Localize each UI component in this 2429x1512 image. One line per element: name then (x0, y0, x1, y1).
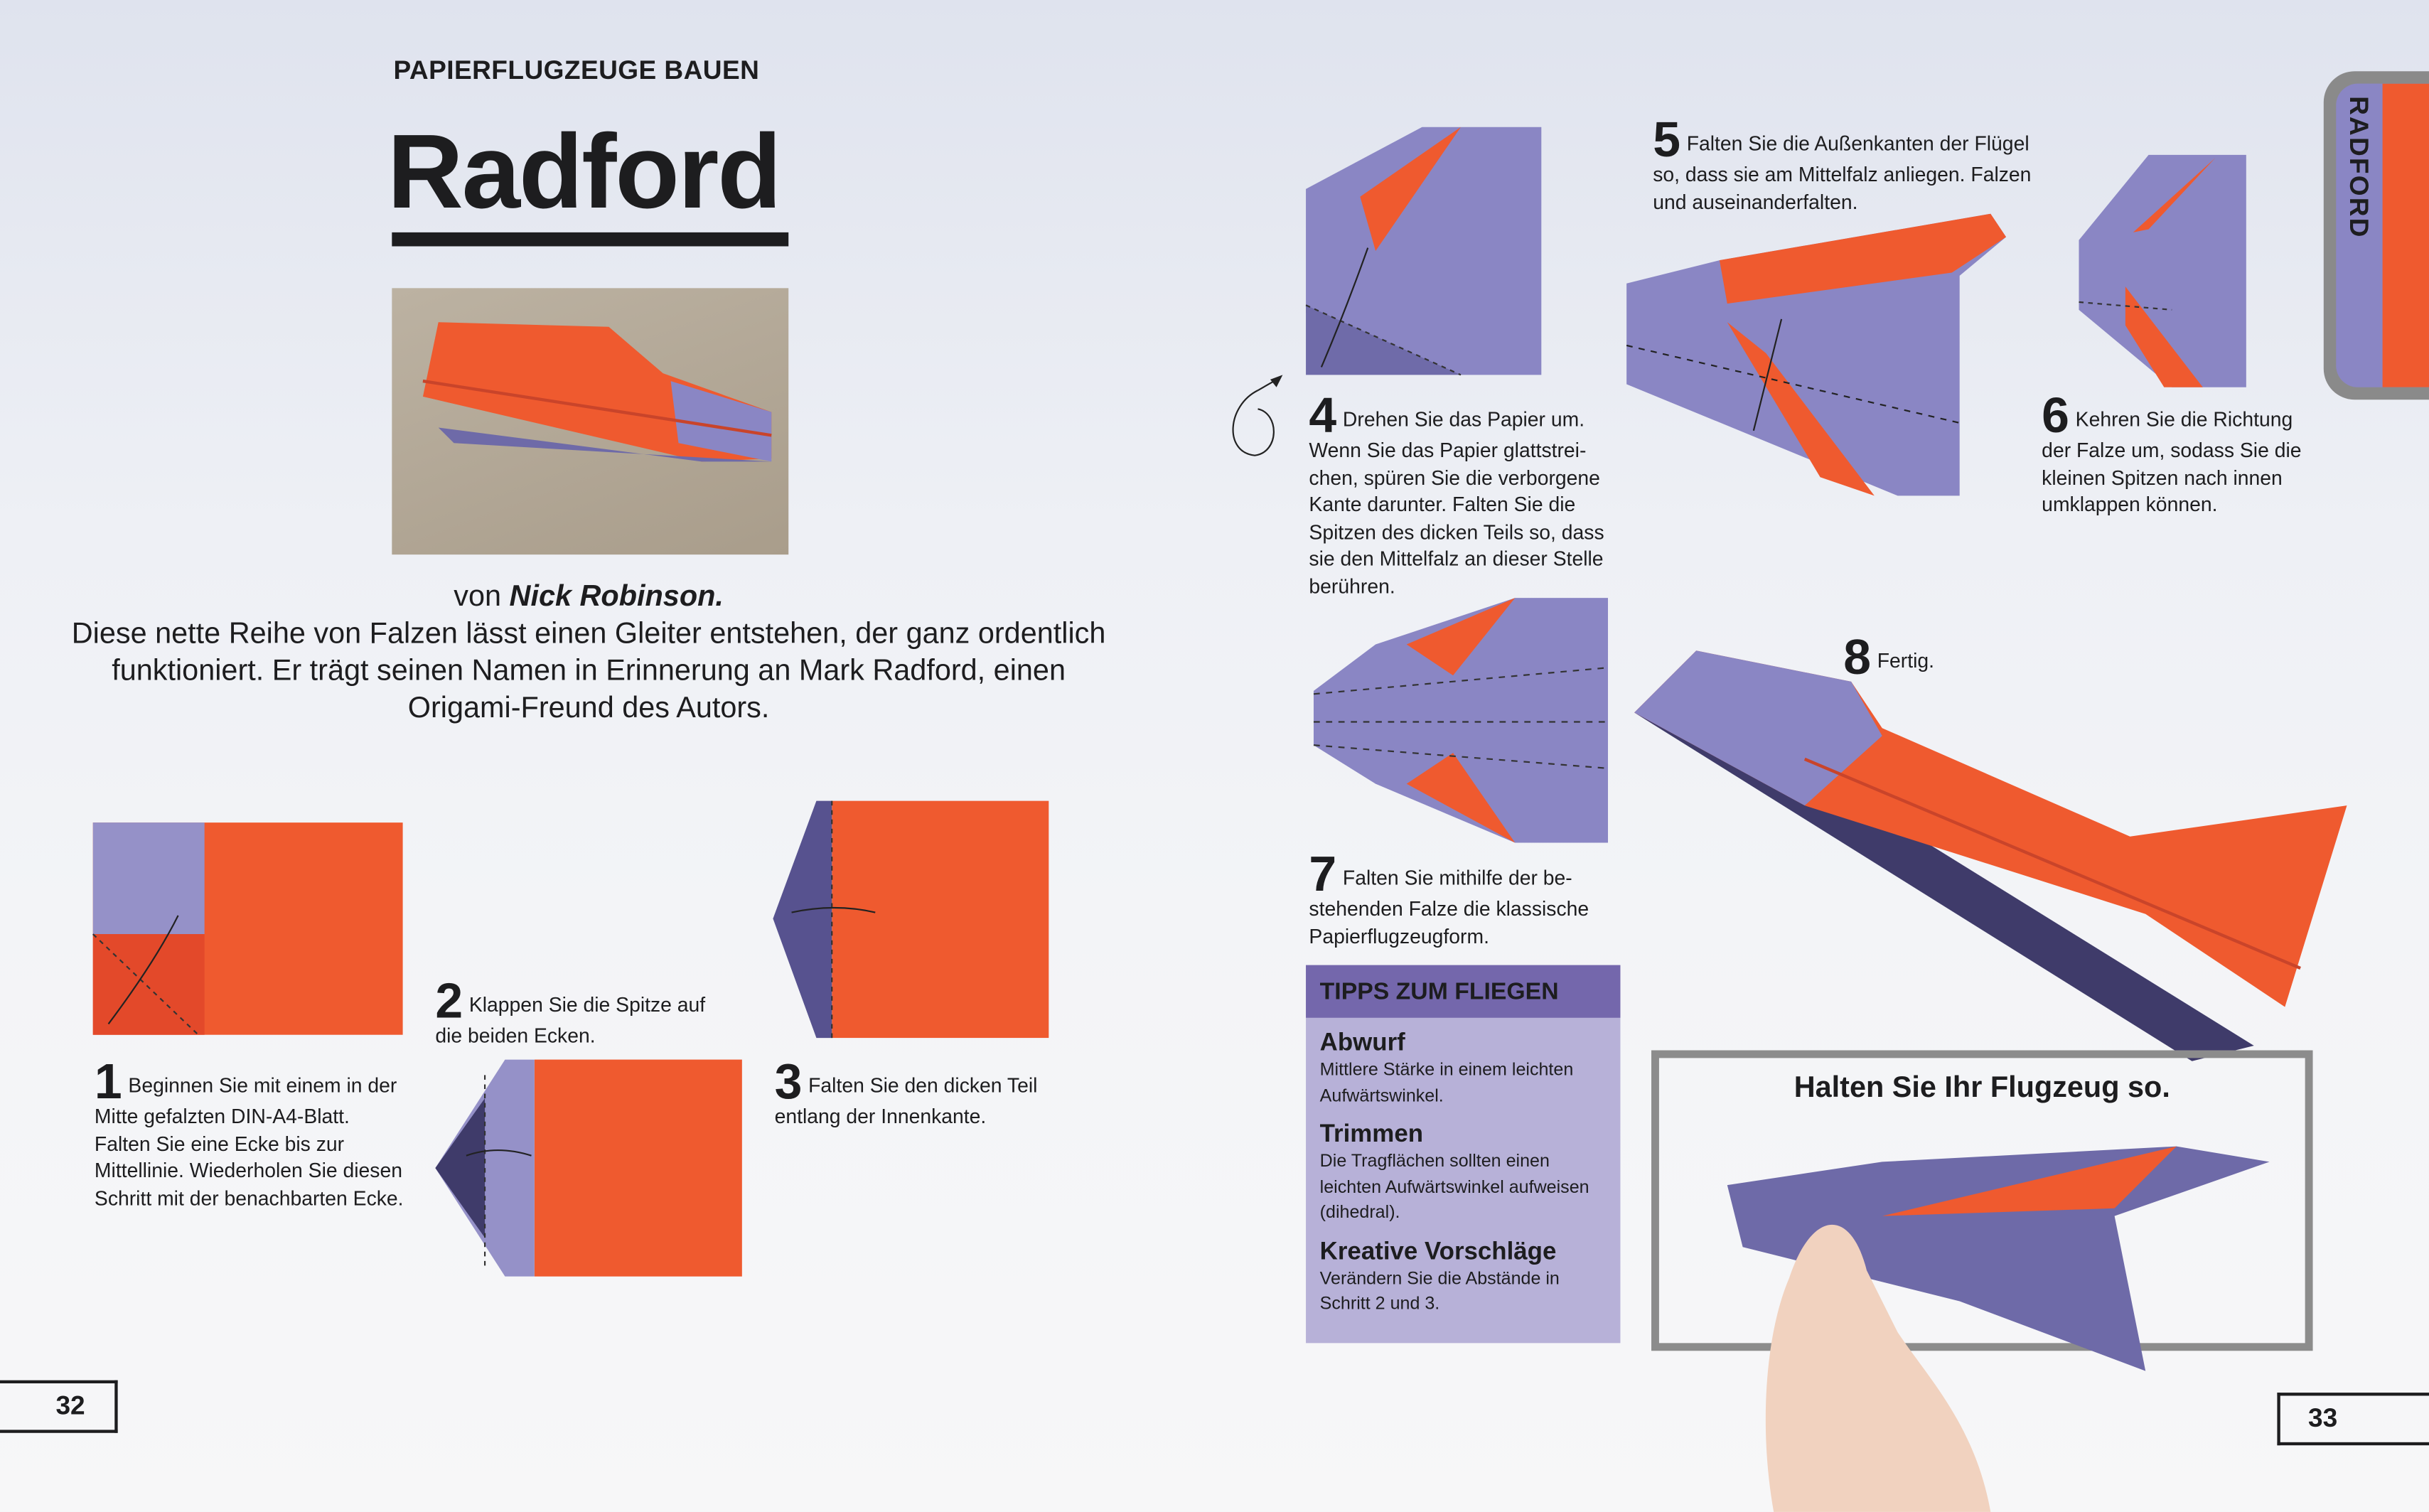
step-number: 6 (2042, 387, 2069, 444)
step-number: 8 (1843, 628, 1872, 685)
step-3-diagram (773, 800, 1049, 1039)
page-title: Radford (387, 113, 782, 231)
intro-text: von Nick Robinson. Diese nette Reihe von… (62, 579, 1115, 728)
tips-heading: TIPPS ZUM FLIEGEN (1306, 965, 1621, 1018)
step-text: Falten Sie den dicken Teil entlang der I… (774, 1073, 1038, 1128)
step-text: Kehren Sie die Richtung der Falze um, so… (2042, 407, 2302, 516)
step-number: 2 (435, 972, 463, 1029)
step-number: 7 (1309, 845, 1337, 902)
step-number: 5 (1653, 111, 1680, 168)
author: Nick Robinson. (509, 581, 724, 613)
tip-title: Abwurf (1319, 1030, 1405, 1057)
step-1-diagram (92, 822, 403, 1036)
step-number: 4 (1309, 387, 1337, 444)
step-text: Falten Sie die Außenkanten der Flügel so… (1653, 132, 2032, 213)
step-number: 3 (774, 1053, 803, 1110)
byline-prefix: von (454, 581, 510, 613)
page-number-left: 32 (0, 1380, 118, 1433)
chapter-tab-inner: RADFORD (2336, 83, 2429, 387)
step-text: Falten Sie mithilfe der be­stehenden Fal… (1309, 866, 1589, 948)
step-text: Fertig. (1877, 649, 1935, 672)
section-kicker: PAPIERFLUGZEUGE BAUEN (393, 55, 760, 85)
step-number: 1 (94, 1053, 122, 1110)
step-4-diagram (1305, 127, 1542, 376)
page-number-right: 33 (2277, 1393, 2429, 1446)
turn-over-icon (1232, 375, 1283, 456)
tip-title: Trimmen (1319, 1121, 1424, 1148)
tip-text: Die Tragflächen sollten einen leichten A… (1319, 1152, 1589, 1223)
step-2-diagram (435, 1059, 742, 1277)
title-underline (392, 232, 789, 247)
step-6-diagram (2079, 154, 2246, 387)
tip-title: Kreative Vorschläge (1319, 1238, 1557, 1265)
step-8-finished-plane (1634, 650, 2347, 1061)
plane-photo-illustration (422, 322, 772, 462)
intro-paragraph: Diese nette Reihe von Falzen lässt einen… (71, 618, 1106, 725)
step-text: Klappen Sie die Spitze auf die beiden Ec… (435, 992, 706, 1048)
finished-plane-photo (392, 288, 789, 555)
step-text: Drehen Sie das Papier um. Wenn Sie das P… (1309, 407, 1604, 598)
hold-box-title: Halten Sie Ihr Flugzeug so. (1793, 1072, 2170, 1105)
chapter-tab-stripe (2382, 83, 2429, 387)
chapter-tab-label: RADFORD (2344, 96, 2374, 239)
hold-plane-box: Halten Sie Ihr Flugzeug so. (1651, 1050, 2313, 1351)
tip-text: Verändern Sie die Abstände in Schritt 2 … (1319, 1269, 1560, 1314)
chapter-tab: RADFORD (2323, 71, 2429, 400)
tip-text: Mittlere Stärke in einem leichten Aufwär… (1319, 1061, 1574, 1105)
step-7-diagram (1313, 598, 1609, 843)
hand-holding-plane (1727, 1146, 2270, 1512)
step-text: Beginnen Sie mit einem in der Mitte gefa… (94, 1073, 404, 1209)
step-5-diagram (1626, 213, 2007, 496)
